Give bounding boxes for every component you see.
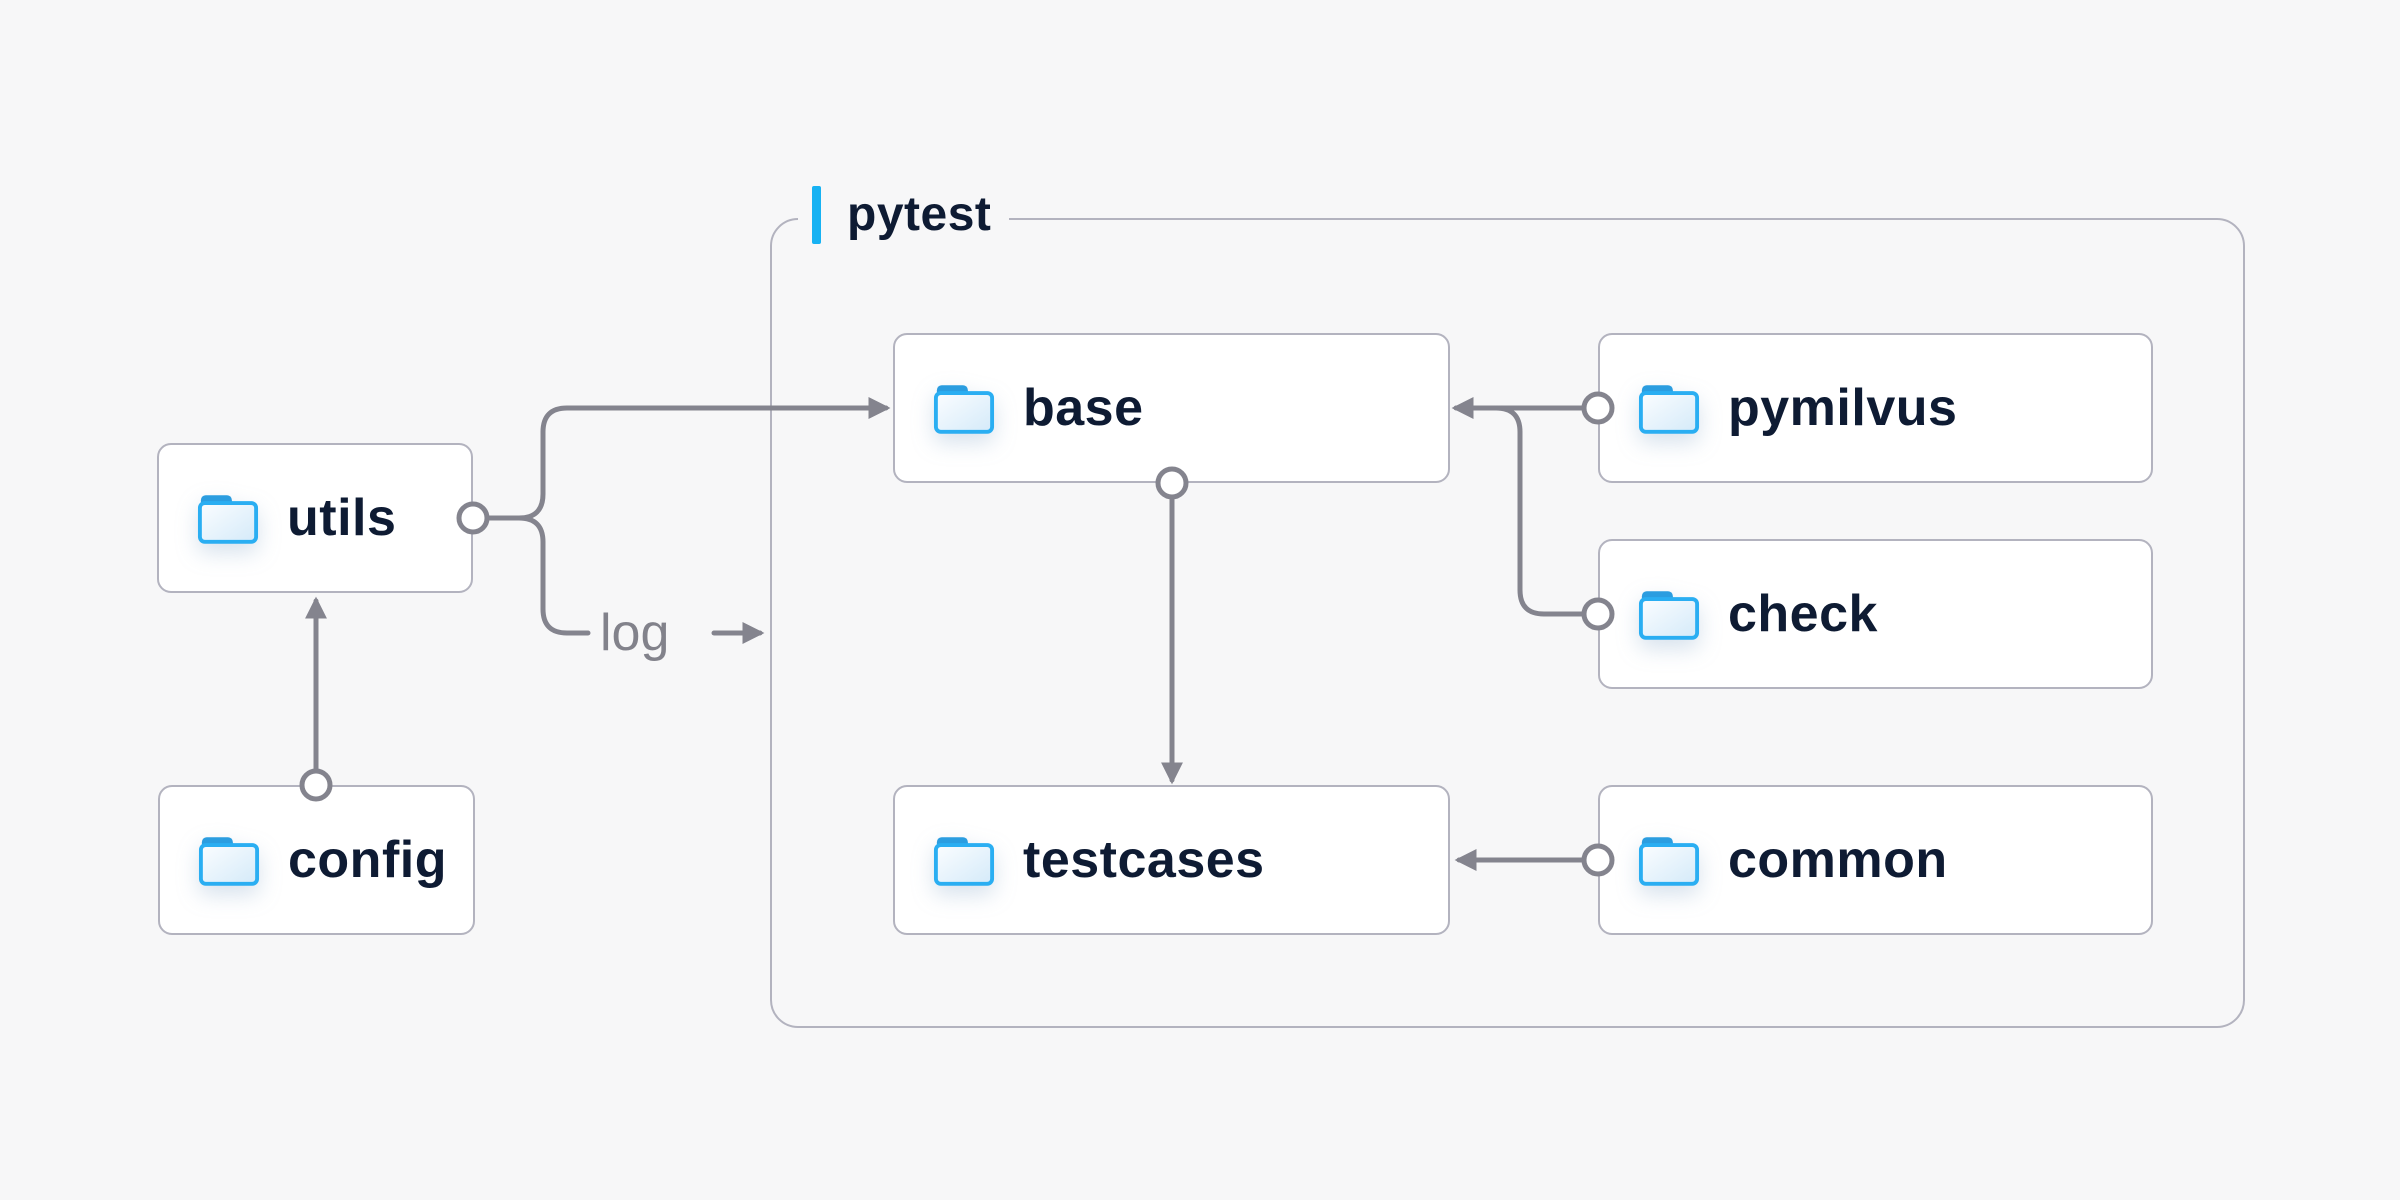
node-label: testcases xyxy=(1023,831,1265,889)
folder-icon xyxy=(933,836,995,886)
node-base: base xyxy=(893,333,1450,483)
pytest-group-label: pytest xyxy=(798,186,1010,244)
node-label: common xyxy=(1728,831,1948,889)
node-label: utils xyxy=(287,489,397,547)
node-config: config xyxy=(158,785,475,935)
folder-icon xyxy=(1638,836,1700,886)
node-utils: utils xyxy=(157,443,473,593)
folder-icon xyxy=(1638,384,1700,434)
folder-icon xyxy=(197,494,259,544)
accent-bar-icon xyxy=(812,186,821,244)
pytest-label-text: pytest xyxy=(847,188,992,241)
node-label: check xyxy=(1728,585,1878,643)
node-testcases: testcases xyxy=(893,785,1450,935)
node-common: common xyxy=(1598,785,2153,935)
node-check: check xyxy=(1598,539,2153,689)
pytest-group-container xyxy=(770,218,2245,1028)
edge-utils-log xyxy=(484,515,591,636)
node-label: pymilvus xyxy=(1728,379,1958,437)
log-edge-label: log xyxy=(600,604,670,662)
node-label: config xyxy=(288,831,447,889)
node-pymilvus: pymilvus xyxy=(1598,333,2153,483)
folder-icon xyxy=(933,384,995,434)
folder-icon xyxy=(198,836,260,886)
folder-icon xyxy=(1638,590,1700,640)
node-label: base xyxy=(1023,379,1144,437)
